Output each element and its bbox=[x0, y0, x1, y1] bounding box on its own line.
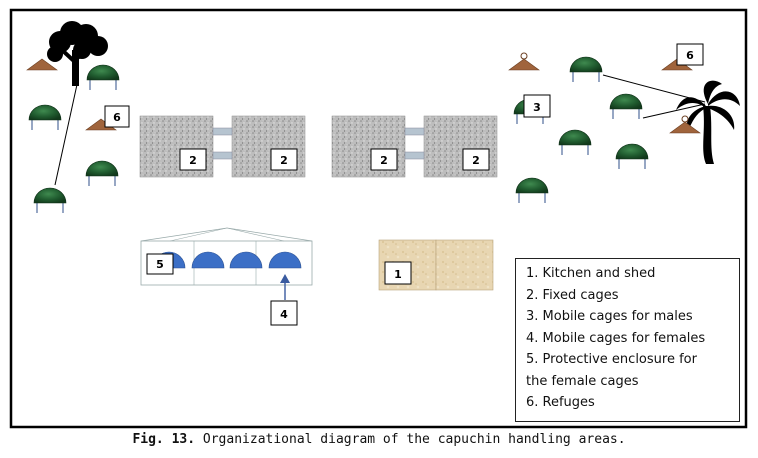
male-cage-icon bbox=[615, 143, 649, 169]
tether-line bbox=[602, 74, 706, 103]
fixed-cages-left-pair bbox=[139, 115, 306, 178]
tether-line bbox=[54, 79, 79, 186]
marker-refuge: 6 bbox=[113, 111, 121, 124]
legend-item-enclosure-cont: the female cages bbox=[526, 373, 639, 389]
mobile-cages-for-females bbox=[152, 251, 302, 269]
marker-fixed-cage: 2 bbox=[189, 154, 197, 167]
marker-refuge: 6 bbox=[686, 49, 694, 62]
male-cage-icon bbox=[609, 93, 643, 119]
marker-mobile-male: 3 bbox=[533, 101, 541, 114]
male-cage-icon bbox=[86, 64, 120, 90]
legend-box: 1. Kitchen and shed 2. Fixed cages 3. Mo… bbox=[515, 258, 740, 422]
marker-fixed-cage: 2 bbox=[380, 154, 388, 167]
caption-text: Organizational diagram of the capuchin h… bbox=[195, 432, 626, 447]
marker-box bbox=[370, 148, 398, 171]
marker-fixed-cage: 2 bbox=[280, 154, 288, 167]
marker-mobile-female: 4 bbox=[280, 308, 288, 321]
legend-item-mobile-females: 4. Mobile cages for females bbox=[526, 330, 706, 346]
legend-item-enclosure: 5. Protective enclosure for bbox=[526, 352, 697, 367]
marker-box bbox=[270, 148, 298, 171]
legend-item-refuges: 6. Refuges bbox=[526, 395, 595, 410]
number-markers: 2 2 2 2 3 4 5 1 6 6 bbox=[104, 43, 704, 326]
legend-item-kitchen: 1. Kitchen and shed bbox=[526, 266, 656, 281]
male-cage-icon bbox=[569, 56, 603, 82]
cage-connector bbox=[212, 151, 233, 160]
male-cage-icon bbox=[85, 160, 119, 186]
marker-enclosure: 5 bbox=[156, 258, 164, 271]
marker-box bbox=[676, 43, 704, 66]
diagram-frame bbox=[9, 8, 748, 429]
marker-box bbox=[104, 105, 130, 128]
female-cage bbox=[191, 251, 225, 269]
marker-kitchen: 1 bbox=[394, 268, 402, 281]
male-cage-icon bbox=[515, 177, 549, 203]
refuge-icon bbox=[508, 52, 540, 71]
marker-box bbox=[384, 261, 412, 285]
refuge-icon bbox=[26, 58, 58, 71]
fixed-cages-right-pair bbox=[331, 115, 498, 178]
legend-item-mobile-males: 3. Mobile cages for males bbox=[526, 309, 693, 324]
tree-icon bbox=[47, 21, 108, 86]
refuge-icon bbox=[669, 115, 701, 134]
marker-box bbox=[179, 148, 207, 171]
marker-fixed-cage: 2 bbox=[472, 154, 480, 167]
male-cage-icon bbox=[558, 129, 592, 155]
marker-box bbox=[523, 94, 551, 118]
arrow-up-icon bbox=[280, 274, 290, 283]
female-cage bbox=[268, 251, 302, 269]
male-cage-icon bbox=[28, 104, 62, 130]
marker-box bbox=[146, 253, 174, 275]
figure-caption: Fig. 13. Organizational diagram of the c… bbox=[0, 432, 758, 447]
cage-connector bbox=[212, 127, 233, 136]
marker-box bbox=[462, 148, 490, 171]
cage-connector bbox=[404, 127, 425, 136]
legend-item-fixed-cages: 2. Fixed cages bbox=[526, 287, 619, 303]
male-cage-icon bbox=[33, 187, 67, 213]
tether-line bbox=[642, 103, 706, 119]
marker-box bbox=[270, 300, 298, 326]
caption-label: Fig. 13. bbox=[132, 432, 196, 447]
female-cage bbox=[229, 251, 263, 269]
cage-connector bbox=[404, 151, 425, 160]
